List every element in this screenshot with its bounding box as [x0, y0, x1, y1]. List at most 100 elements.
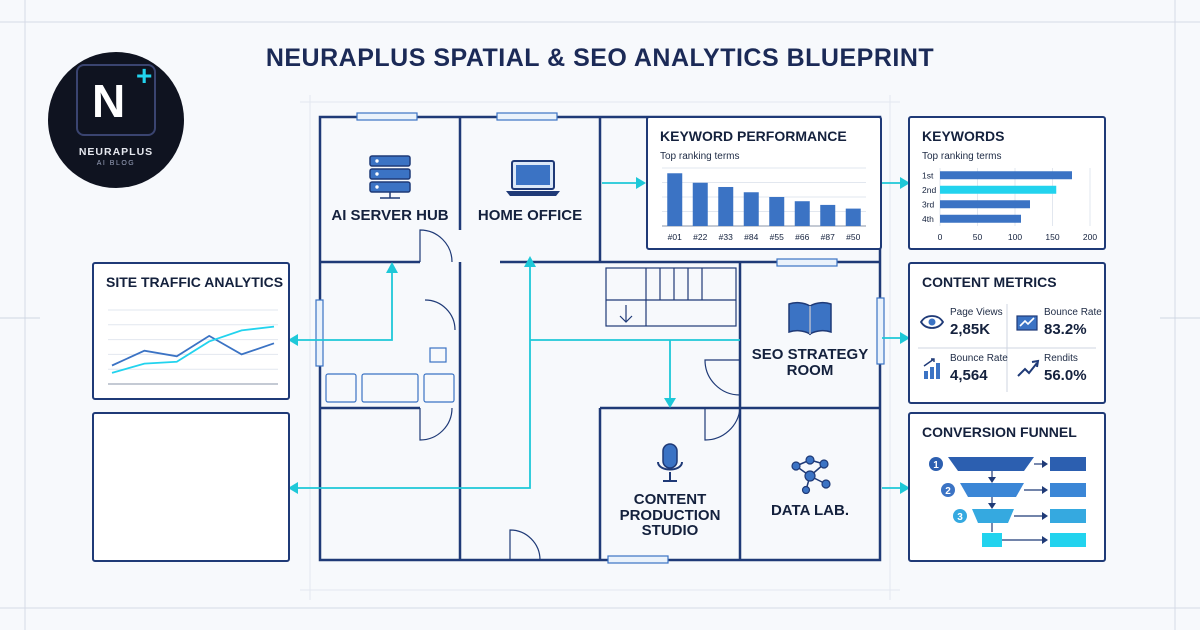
- kp-bar-5: [769, 197, 785, 226]
- funnel-stage-2: [960, 483, 1024, 497]
- content-metrics-dividers: [918, 304, 1096, 392]
- logo-name: NEURAPLUS: [78, 146, 154, 158]
- door-arc: [424, 299, 456, 331]
- furniture: [325, 347, 455, 403]
- logo-frame: [76, 64, 156, 136]
- funnel-step-1-badge: [929, 457, 943, 471]
- room-label-home-office: HOME OFFICE: [477, 207, 583, 224]
- kp-tick-label-3: #33: [719, 232, 733, 242]
- page-title: NEURAPLUS SPATIAL & SEO ANALYTICS BLUEPR…: [265, 44, 935, 72]
- funnel-step-1-number: 1: [933, 460, 939, 471]
- funnel-output-3: [1050, 509, 1086, 523]
- site-traffic-chart: [108, 309, 278, 385]
- logo-plus: +: [136, 60, 153, 91]
- keyword-performance-title: KEYWORD PERFORMANCE: [660, 128, 847, 144]
- eye-icon: [920, 315, 944, 329]
- kw-category-label-2: 2nd: [922, 185, 936, 195]
- logo-letter: N: [92, 75, 126, 127]
- metric-label-bounce-rate-2: Bounce Rate: [950, 353, 1008, 364]
- room-label-content-line1: CONTENT: [633, 491, 707, 508]
- microphone-icon: [657, 443, 683, 482]
- room-label-content-line3: STUDIO: [641, 522, 699, 539]
- funnel-step-2-number: 2: [945, 486, 951, 497]
- room-label-ai-server-hub: AI SERVER HUB: [331, 207, 449, 224]
- room-label-content-line2: PRODUCTION: [619, 507, 721, 524]
- bar-growth-icon: [923, 358, 940, 379]
- kp-bar-4: [743, 192, 759, 226]
- kw-category-label-4: 4th: [922, 214, 934, 224]
- funnel-step-2-badge: [941, 483, 955, 497]
- neuraplus-logo[interactable]: N + NEURAPLUS AI BLOG: [48, 52, 184, 188]
- metric-label-bounce-rate: Bounce Rate: [1044, 307, 1102, 318]
- kp-tick-label-4: #84: [744, 232, 758, 242]
- conversion-funnel-panel: CONVERSION FUNNEL 1 2 3: [908, 412, 1106, 562]
- kw-bar-3: [940, 200, 1030, 209]
- conversion-funnel-title: CONVERSION FUNNEL: [922, 424, 1077, 440]
- funnel-step-3-badge: [953, 509, 967, 523]
- funnel-stage-1: [948, 457, 1034, 471]
- kw-bar-2: [940, 185, 1057, 194]
- laptop-icon: [506, 160, 560, 196]
- content-metrics-panel: CONTENT METRICS Page Views 2,85K Bounce …: [908, 262, 1106, 404]
- book-icon: [788, 301, 832, 336]
- kp-bar-3: [718, 186, 734, 226]
- funnel-step-2: 2: [941, 483, 1086, 497]
- empty-panel: [92, 412, 290, 562]
- st-series-line-1: [111, 334, 275, 367]
- connectors: [292, 182, 904, 489]
- rising-arrow-icon: [1017, 359, 1040, 377]
- server-icon: [369, 155, 411, 199]
- kp-bar-2: [692, 182, 708, 226]
- kw-bar-1: [940, 171, 1072, 180]
- kp-tick-label-5: #55: [770, 232, 784, 242]
- door-arc: [419, 229, 453, 263]
- stairs: [605, 267, 737, 327]
- site-traffic-panel: SITE TRAFFIC ANALYTICS: [92, 262, 290, 400]
- kw-tick-label-5: 200: [1083, 232, 1097, 242]
- metric-value-bounce-rate: 83.2%: [1044, 321, 1087, 338]
- door-arc: [509, 529, 541, 561]
- funnel-step-3-number: 3: [957, 512, 963, 523]
- windows: [315, 112, 885, 564]
- door-arc: [704, 359, 741, 396]
- keyword-performance-panel: KEYWORD PERFORMANCE Top ranking terms #0…: [646, 116, 882, 250]
- keyword-performance-chart: #01 #22 #33 #84 #55 #66 #87 #50: [662, 167, 866, 242]
- kw-tick-label-3: 100: [1008, 232, 1022, 242]
- door-arc: [419, 407, 453, 441]
- kp-tick-label-6: #66: [795, 232, 809, 242]
- funnel-step-4: [982, 533, 1086, 547]
- door-arc: [704, 407, 741, 441]
- funnel-output-2: [1050, 483, 1086, 497]
- kp-tick-label-7: #87: [821, 232, 835, 242]
- room-label-seo-strategy-line2: ROOM: [786, 362, 834, 379]
- metric-label-page-views: Page Views: [950, 307, 1003, 318]
- kw-tick-label-4: 150: [1045, 232, 1059, 242]
- funnel-output-1: [1050, 457, 1086, 471]
- kp-bar-6: [794, 201, 810, 226]
- kw-tick-label-1: 0: [938, 232, 943, 242]
- funnel-step-1: 1: [929, 457, 1086, 471]
- keywords-title: KEYWORDS: [922, 128, 1005, 144]
- kw-category-label-3: 3rd: [922, 199, 935, 209]
- network-icon: [791, 455, 831, 494]
- connector-arrowheads: [288, 177, 910, 494]
- trend-chart-icon: [1016, 315, 1038, 331]
- kp-bar-8: [845, 208, 861, 226]
- kw-bar-4: [940, 214, 1021, 223]
- kp-tick-label-1: #01: [668, 232, 682, 242]
- st-series-line-2: [111, 325, 275, 374]
- metric-value-page-views: 2,85K: [950, 321, 991, 338]
- kp-tick-label-8: #50: [846, 232, 860, 242]
- funnel-stage-4: [982, 533, 1002, 547]
- site-traffic-title: SITE TRAFFIC ANALYTICS: [106, 274, 284, 290]
- kp-bar-7: [820, 204, 836, 226]
- keyword-performance-subtitle: Top ranking terms: [660, 151, 740, 162]
- kp-tick-label-2: #22: [693, 232, 707, 242]
- kw-tick-label-2: 50: [973, 232, 983, 242]
- content-metrics-title: CONTENT METRICS: [922, 274, 1057, 290]
- room-label-seo-strategy-line1: SEO STRATEGY: [751, 346, 869, 363]
- logo-subtitle: AI BLOG: [96, 160, 136, 167]
